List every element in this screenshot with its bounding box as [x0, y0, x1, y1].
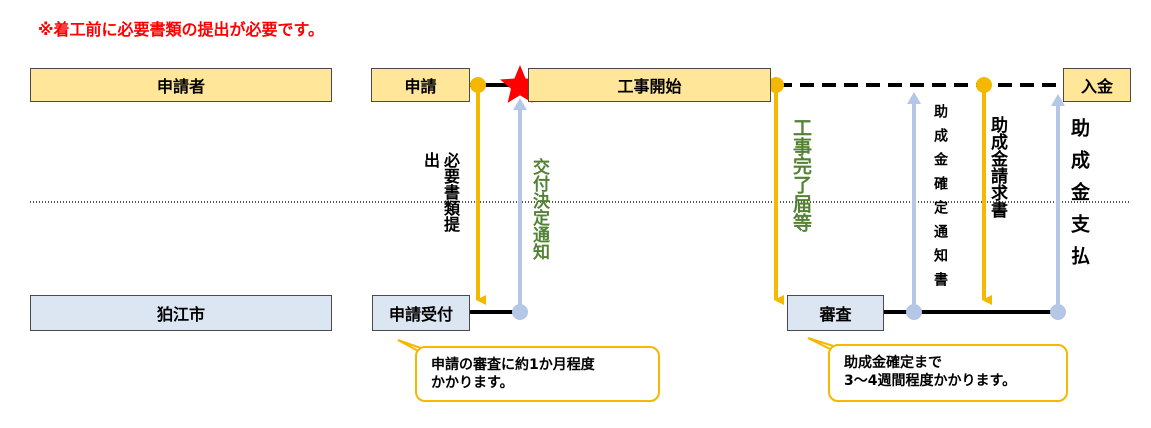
step-construction-start: 工事開始: [528, 68, 771, 102]
step-apply: 申請: [371, 68, 470, 102]
documents-label: 必要書類提出: [421, 152, 460, 232]
review-time-note: 申請の審査に約1か月程度 かかります。: [415, 346, 660, 402]
documents-arrow-dot: [470, 77, 486, 93]
payment-arrowhead: [1051, 94, 1065, 106]
payment-label: 助成金支払: [1068, 118, 1090, 278]
decision-arrow-dot: [512, 304, 528, 320]
step-receive: 申請受付: [372, 295, 470, 331]
lane-city: 狛江市: [30, 295, 332, 331]
notice-text: ※着工前に必要書類の提出が必要です。: [38, 20, 324, 39]
confirm-notice-arrowhead: [907, 92, 921, 104]
decision-label: 交付決定通知: [529, 158, 549, 260]
confirm-notice-label: 助成金確定通知書: [932, 104, 948, 296]
claim-label: 助成金請求書: [987, 116, 1007, 218]
lane-applicant: 申請者: [30, 68, 332, 102]
payment-arrow-dot: [1050, 304, 1066, 320]
confirm-notice-arrow-dot: [906, 304, 922, 320]
decision-arrowhead: [513, 98, 527, 110]
confirm-time-note: 助成金確定まで 3～4週間程度かかります。: [828, 344, 1068, 402]
completion-arrow-dot: [768, 77, 784, 93]
claim-arrow-dot: [976, 77, 992, 93]
step-review: 審査: [787, 295, 884, 331]
completion-label: 工事完了届等: [790, 118, 812, 232]
step-payment-in: 入金: [1063, 68, 1131, 102]
